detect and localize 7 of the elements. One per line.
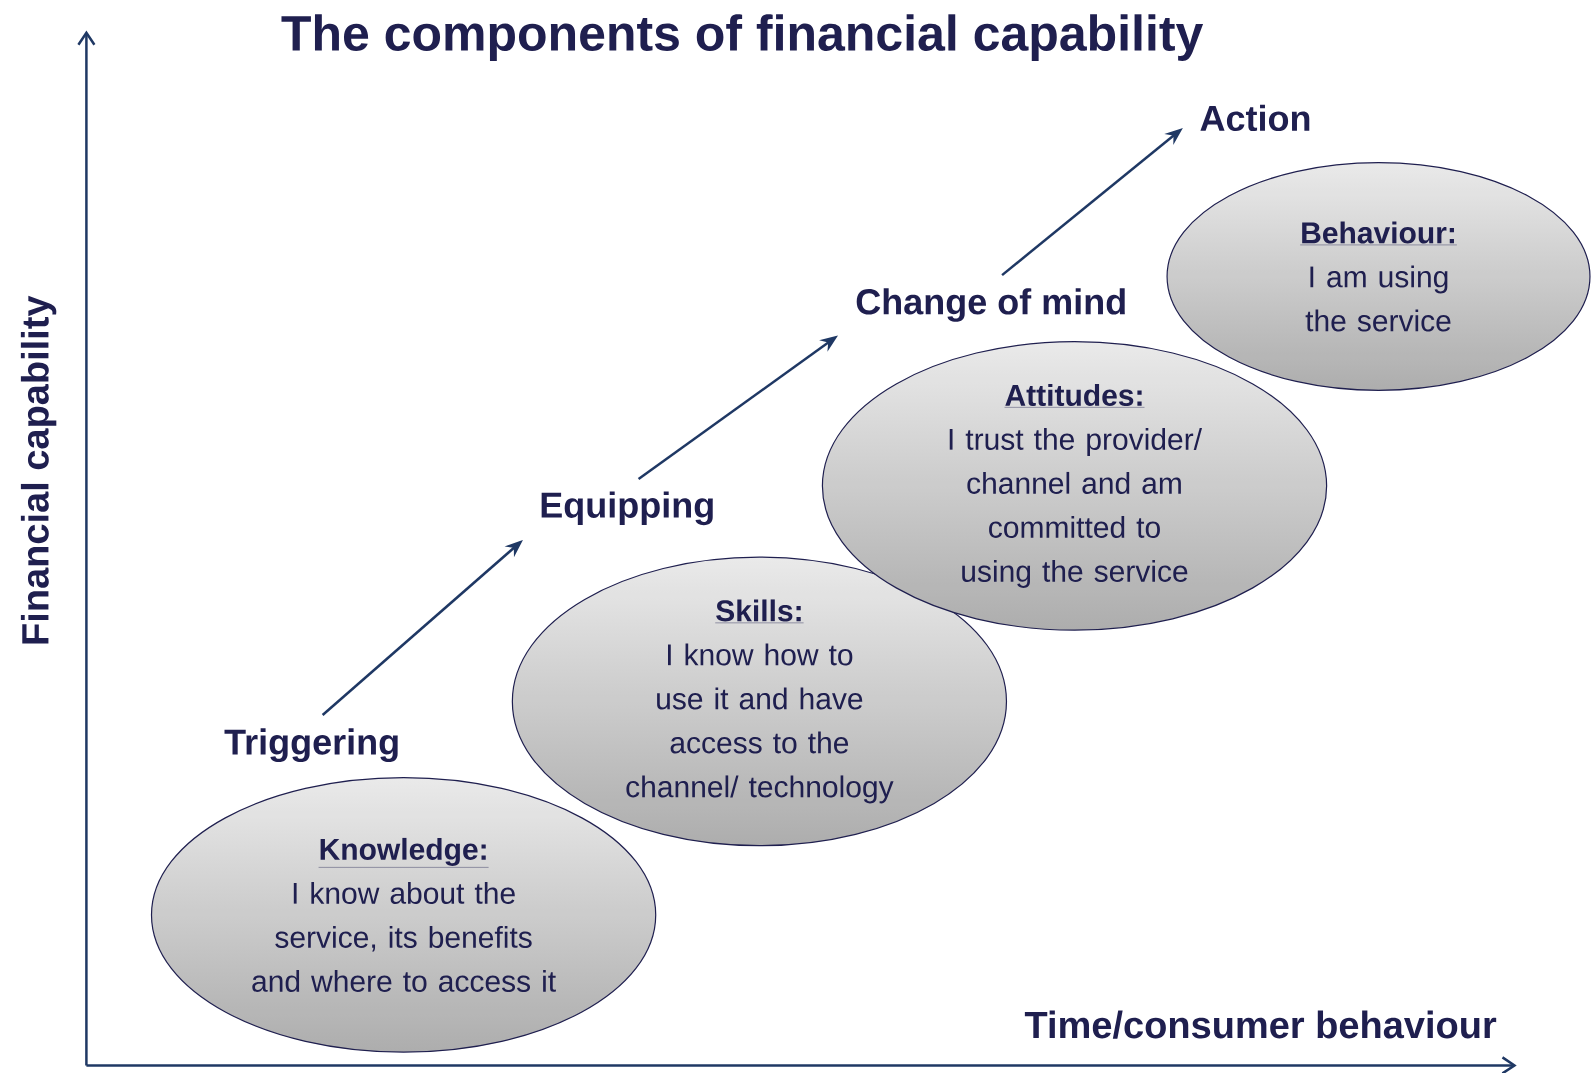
stage-label: Action (1200, 104, 1310, 132)
stage-label: Change of mind (856, 288, 1125, 322)
title: The components of financial capability (281, 14, 1204, 61)
stage-label: Triggering (224, 728, 398, 763)
axis-label: Financial capability (20, 295, 57, 644)
axis-label: Time/consumer behaviour (1024, 1010, 1497, 1039)
stage-label: Equipping (541, 491, 713, 526)
